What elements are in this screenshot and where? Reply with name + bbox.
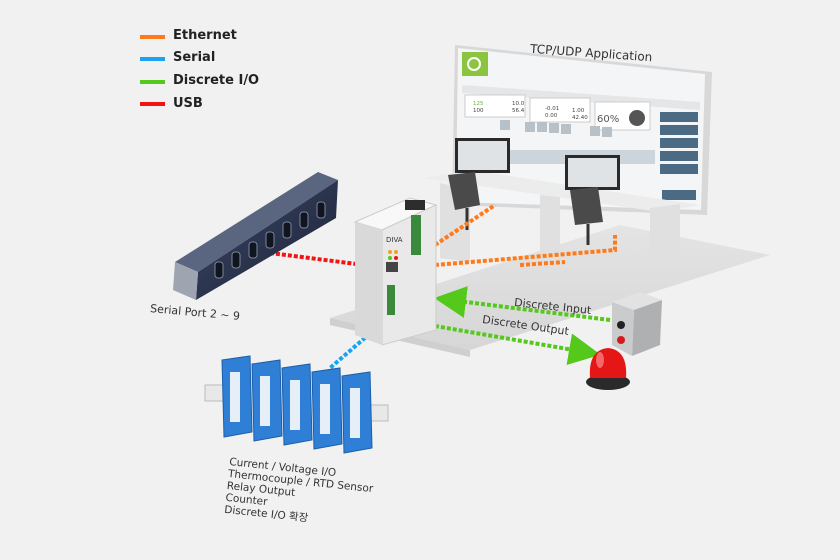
usb-swatch xyxy=(140,102,165,106)
screen-value: 1.00 xyxy=(572,108,585,114)
screen-value: 100 xyxy=(473,108,484,114)
screen-value: 56.4 xyxy=(512,108,525,114)
ethernet-swatch xyxy=(140,35,165,39)
screen-side-menu xyxy=(660,112,698,200)
legend-usb: USB xyxy=(173,96,203,111)
legend-discrete-io: Discrete I/O xyxy=(173,73,260,88)
io-modules xyxy=(204,355,389,454)
screen-value: 10.0 xyxy=(512,101,525,107)
chair xyxy=(448,172,480,210)
screen-value: 0.00 xyxy=(545,113,558,119)
operator-desks xyxy=(425,138,700,270)
ethernet-port xyxy=(386,262,398,272)
diva-device: DIVA xyxy=(353,197,438,346)
discrete-output-link xyxy=(434,324,601,366)
discrete-swatch xyxy=(140,80,165,84)
ethernet-links xyxy=(433,203,617,267)
production-tile xyxy=(462,52,488,76)
chair xyxy=(570,187,603,225)
screen-value: 60% xyxy=(597,114,619,125)
screen-value: 125 xyxy=(473,101,484,107)
serial-swatch xyxy=(140,57,165,61)
device-label: DIVA xyxy=(386,236,403,244)
legend-serial: Serial xyxy=(173,50,216,65)
screen-value: -0.01 xyxy=(545,106,559,112)
screen-value: 42.40 xyxy=(572,115,588,121)
discrete-input-link xyxy=(434,286,611,322)
terminal-block xyxy=(387,285,395,315)
push-button-box xyxy=(612,292,662,356)
serial-port-device xyxy=(173,172,338,300)
start-button xyxy=(617,321,625,329)
legend-ethernet: Ethernet xyxy=(173,28,237,43)
tcp-udp-application-screen: 125 100 10.0 56.4 -0.01 0.00 1.00 42.40 … xyxy=(452,45,712,215)
red-beacon-light xyxy=(586,348,630,390)
stop-button xyxy=(617,336,625,344)
